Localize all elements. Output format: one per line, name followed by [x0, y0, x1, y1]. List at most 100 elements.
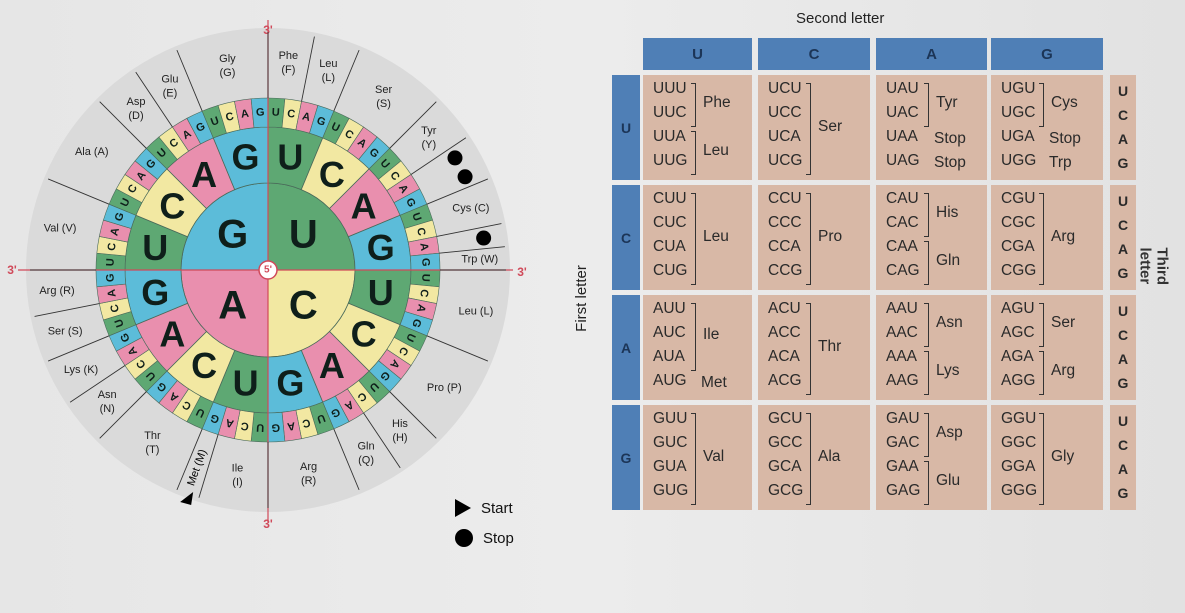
ring3-letter: U [105, 258, 117, 267]
amino-acid: Ala [818, 448, 841, 465]
third-letter: U [1117, 303, 1129, 319]
codon: UCU [768, 80, 802, 97]
group-divider [426, 178, 489, 205]
ring2-letter: G [141, 272, 169, 313]
codon: UCC [768, 104, 802, 121]
stop-dot-icon [455, 529, 473, 547]
bracket [806, 193, 811, 285]
codon: AUA [653, 348, 685, 365]
group-divider [436, 223, 502, 237]
stop-dot-icon [476, 230, 492, 246]
bracket [806, 303, 811, 395]
first-letter-header: G [612, 405, 640, 510]
aa-name: Arg [39, 285, 56, 297]
group-divider [333, 49, 360, 112]
third-letter: A [1117, 461, 1129, 477]
aa-name: Asn [98, 389, 117, 401]
aa-code: (Q) [358, 454, 374, 466]
ring3-letter: A [286, 419, 296, 432]
ring3-letter: U [409, 211, 423, 223]
aa-name: Gly [219, 53, 236, 65]
ring3-letter: C [286, 108, 296, 121]
bracket [691, 193, 696, 285]
codon: AAA [886, 348, 918, 365]
codon: UUA [653, 128, 686, 145]
codon: CAG [886, 262, 920, 279]
codon: AAU [886, 300, 918, 317]
amino-acid: Leu [703, 142, 729, 159]
codon: ACA [768, 348, 800, 365]
codon: UAC [886, 104, 919, 121]
bracket [924, 351, 929, 395]
codon: UGU [1001, 80, 1036, 97]
amino-acid: Cys [1051, 94, 1078, 111]
bracket [806, 413, 811, 505]
wheel-label: Ser(S) [48, 326, 83, 338]
first-letter-header: A [612, 295, 640, 400]
group-divider [389, 391, 437, 439]
aa-name: Glu [161, 74, 178, 86]
ring3-letter: G [104, 273, 116, 282]
bracket [691, 131, 696, 175]
group-divider [69, 365, 126, 403]
amino-acid: Gly [1051, 448, 1075, 465]
amino-acid: Stop [934, 154, 966, 171]
aa-code: (L) [480, 305, 493, 317]
amino-acid: His [936, 204, 959, 221]
bracket [1039, 413, 1044, 505]
codon: CAA [886, 238, 918, 255]
codon: AAC [886, 324, 918, 341]
codon: CGG [1001, 262, 1037, 279]
wheel-label: Leu(L) [459, 305, 494, 317]
ring2-letter: U [277, 137, 303, 178]
aa-code: (I) [232, 477, 242, 489]
ring3-letter: A [106, 288, 119, 298]
codon: CUC [653, 214, 687, 231]
third-letter: A [1117, 351, 1129, 367]
third-letter: G [1117, 265, 1129, 281]
codon: GCA [768, 458, 802, 475]
legend-start: Start [455, 499, 513, 517]
ring3-letter: A [240, 108, 250, 121]
aa-code: (H) [392, 432, 407, 444]
aa-name: Thr [144, 430, 161, 442]
aa-name: Ile [232, 463, 244, 475]
amino-acid: Stop [934, 130, 966, 147]
codon: AUU [653, 300, 686, 317]
codon: ACU [768, 300, 801, 317]
wheel-label: Cys(C) [452, 202, 489, 214]
group-divider [439, 246, 505, 254]
third-letter: G [1117, 375, 1129, 391]
ring3-letter: G [409, 317, 423, 329]
third-letter-title: Third letter [1136, 247, 1171, 286]
ring3-letter: A [108, 226, 122, 237]
second-letter-header: G [991, 38, 1103, 70]
codon: CUU [653, 190, 687, 207]
ring3-letter: C [414, 226, 428, 237]
bracket [691, 83, 696, 127]
third-letter: C [1117, 217, 1129, 233]
amino-acid: Met [701, 374, 727, 391]
aa-name: Ser [375, 84, 392, 96]
ring3-letter: A [417, 242, 430, 252]
amino-acid: Val [703, 448, 725, 465]
codon: GGG [1001, 482, 1038, 499]
group-divider [176, 49, 203, 112]
second-letter-title: Second letter [796, 10, 885, 27]
wheel-label: Pro(P) [427, 382, 462, 394]
aa-name: Val [44, 223, 59, 235]
ring1-letter: A [218, 283, 247, 327]
amino-acid: Asp [936, 424, 963, 441]
codon: UCA [768, 128, 801, 145]
aa-name: Tyr [421, 125, 437, 137]
first-letter-title: First letter [572, 265, 590, 332]
codon: GUA [653, 458, 687, 475]
stop-dot-icon [447, 150, 463, 166]
second-letter-header: U [643, 38, 752, 70]
